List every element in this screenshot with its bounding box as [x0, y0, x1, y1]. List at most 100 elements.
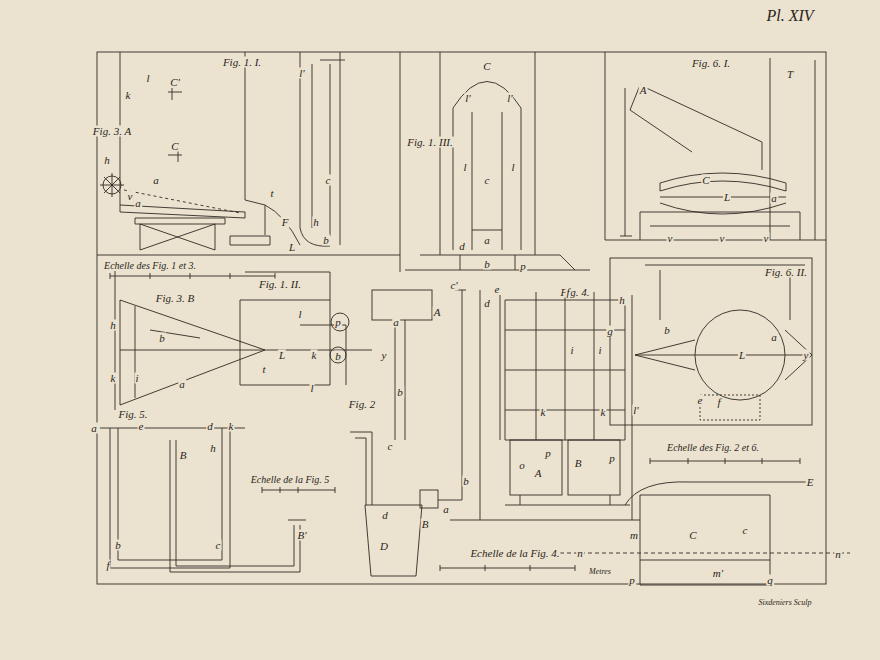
callout-letter: l'	[506, 93, 513, 104]
callout-letter: v	[127, 191, 134, 202]
callout-letter: e	[138, 421, 145, 432]
callout-letter: a	[770, 193, 778, 204]
callout-letter: k	[540, 407, 547, 418]
callout-letter: l	[462, 162, 467, 173]
fig-6-1-drawing	[620, 58, 815, 240]
callout-letter: c'	[449, 280, 458, 291]
callout-letter: k	[600, 407, 607, 418]
callout-letter: o	[518, 460, 526, 471]
callout-letter: B	[179, 450, 188, 461]
callout-letter: m'	[712, 568, 724, 579]
callout-letter: l	[309, 383, 314, 394]
scale-bars	[110, 273, 800, 571]
callout-letter: l	[145, 73, 150, 84]
callout-letter: v	[667, 233, 674, 244]
fig-6-2-drawing	[610, 258, 812, 425]
callout-letter: a	[178, 379, 186, 390]
callout-letter: t	[269, 188, 274, 199]
caption-text: Fig. 3. B	[155, 293, 196, 304]
callout-letter: k	[311, 350, 318, 361]
callout-letter: c	[742, 525, 749, 536]
callout-letter: B'	[296, 530, 307, 541]
caption-text: Fig. 3. A	[92, 126, 132, 137]
fig-1-1-drawing	[100, 52, 345, 250]
callout-letter: d	[483, 298, 491, 309]
callout-letter: h	[103, 155, 111, 166]
callout-letter: e	[494, 284, 501, 295]
callout-letter: L	[288, 242, 296, 253]
panel-dividers	[97, 52, 826, 272]
callout-letter: y	[803, 350, 810, 361]
callout-letter: n	[834, 549, 842, 560]
callout-letter: l'	[632, 405, 639, 416]
callout-letter: h	[209, 443, 217, 454]
callout-letter: L	[723, 192, 731, 203]
caption-text: Fig. 2	[348, 399, 376, 410]
callout-letter: c	[325, 175, 332, 186]
caption-text: Fig. 1. I.	[222, 57, 262, 68]
callout-letter: b	[462, 476, 470, 487]
callout-letter: L	[738, 350, 746, 361]
callout-letter: C	[170, 141, 179, 152]
callout-letter: l	[510, 162, 515, 173]
callout-letter: h	[109, 320, 117, 331]
callout-letter: p	[608, 453, 616, 464]
fig-4-drawing	[450, 290, 640, 520]
caption-text: Echelle de la Fig. 4.	[469, 548, 560, 559]
callout-letter: D	[379, 541, 389, 552]
callout-letter: t	[261, 364, 266, 375]
caption-text: Fig. 6. I.	[691, 58, 731, 69]
callout-letter: i	[569, 345, 574, 356]
callout-letter: q	[766, 575, 774, 586]
callout-letter: v	[763, 233, 770, 244]
callout-letter: A	[534, 468, 543, 479]
callout-letter: a	[392, 317, 400, 328]
callout-letter: k	[110, 373, 117, 384]
callout-letter: l	[297, 309, 302, 320]
fig-5-drawing	[100, 428, 306, 572]
callout-letter: a	[770, 332, 778, 343]
callout-letter: p	[519, 261, 527, 272]
callout-letter: a	[442, 504, 450, 515]
caption-text: Pl. XIV	[765, 8, 814, 24]
callout-letter: C'	[169, 77, 181, 88]
callout-letter: l'	[464, 93, 471, 104]
callout-letter: m	[629, 530, 639, 541]
callout-letter: l'	[298, 68, 305, 79]
caption-text: Sixdeniers Sculp	[757, 599, 812, 607]
callout-letter: B	[421, 519, 430, 530]
caption-text: Echelle des Fig. 2 et 6.	[666, 443, 760, 453]
callout-letter: C	[701, 175, 710, 186]
tank-c-drawing	[560, 482, 850, 585]
callout-letter: d	[458, 241, 466, 252]
callout-letter: b	[396, 387, 404, 398]
callout-letter: T	[786, 69, 794, 80]
callout-letter: k	[228, 421, 235, 432]
callout-letter: L	[278, 350, 286, 361]
callout-letter: n	[576, 548, 584, 559]
callout-letter: c	[484, 175, 491, 186]
fig-2-drawing	[350, 290, 466, 576]
callout-letter: C	[482, 61, 491, 72]
callout-letter: b	[114, 540, 122, 551]
callout-letter: b	[483, 259, 491, 270]
callout-letter: f	[105, 560, 110, 571]
callout-letter: y	[381, 350, 388, 361]
callout-letter: B	[574, 458, 583, 469]
callout-letter: p	[334, 317, 342, 328]
caption-text: Echelle de la Fig. 5	[250, 475, 331, 485]
callout-letter: i	[597, 345, 602, 356]
callout-letter: e	[697, 395, 704, 406]
caption-text: Fig. 1. II.	[258, 279, 302, 290]
callout-letter: g	[606, 326, 614, 337]
callout-letter: k	[125, 90, 132, 101]
callout-letter: d	[206, 421, 214, 432]
plate-frame	[97, 52, 826, 584]
callout-letter: a	[152, 175, 160, 186]
callout-letter: a	[134, 198, 142, 209]
callout-letter: i	[134, 373, 139, 384]
caption-text: Metres	[588, 568, 612, 576]
callout-letter: f	[565, 287, 570, 298]
callout-letter: c	[215, 540, 222, 551]
